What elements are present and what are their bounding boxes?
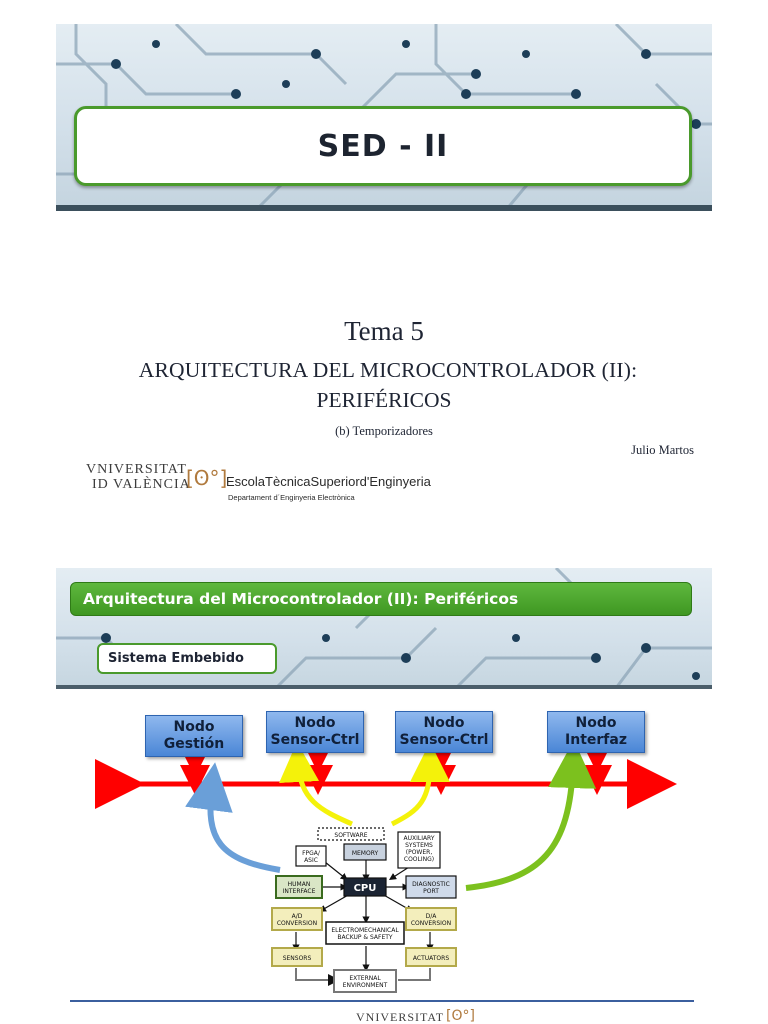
electromechanical-block: ELECTROMECHANICAL BACKUP & SAFETY [325,921,405,945]
auxiliary-block: AUXILIARY SYSTEMS (POWER, COOLING) [397,831,441,869]
bus-connectors [180,743,612,795]
content-slide: Arquitectura del Microcontrolador (II): … [0,560,768,1024]
sensors-block: SENSORS [271,947,323,967]
node-label-line1: Nodo [423,715,465,731]
svg-text:COOLING): COOLING) [404,856,434,863]
university-logo: VNIVERSITAT ID VALÈNCIA [ʘ°] EscolaTècni… [86,460,486,508]
external-environment-block: EXTERNAL ENVIRONMENT [333,969,397,993]
topic-heading-line2: PERIFÉRICOS [316,388,452,412]
green-link-arrow [465,740,597,891]
svg-text:INTERFACE: INTERFACE [283,888,316,895]
yellow-link-arrow-right [390,742,450,827]
cpu-block: CPU [343,877,387,897]
university-emblem-icon: [ʘ°] [446,1008,475,1024]
school-name: EscolaTècnicaSuperiord'Enginyeria [226,474,431,489]
topic-number: Tema 5 [344,316,424,346]
svg-text:DIAGNOSTIC: DIAGNOSTIC [412,881,450,888]
node-label-line2: Sensor-Ctrl [399,732,489,748]
section-title: Sistema Embebido [108,651,244,666]
software-block: SOFTWARE [317,827,385,841]
node-label-line2: Sensor-Ctrl [270,732,360,748]
svg-text:ACTUATORS: ACTUATORS [413,955,449,962]
university-emblem-icon: [ʘ°] [186,466,228,490]
software-label: SOFTWARE [334,832,367,839]
svg-text:ENVIRONMENT: ENVIRONMENT [343,982,388,989]
university-name-line1: VNIVERSITAT [86,462,187,477]
svg-text:FPGA/: FPGA/ [302,850,321,857]
node-label-line2: Interfaz [565,732,627,748]
memory-label: MEMORY [352,850,379,857]
node-label-line1: Nodo [173,719,215,735]
svg-text:CONVERSION: CONVERSION [411,920,451,927]
diagnostic-block: DIAGNOSTIC PORT [405,875,457,899]
ad-conversion-block: A/D CONVERSION [271,907,323,931]
footer-university-name: VNIVERSITAT [356,1010,445,1024]
node-sensor-ctrl-1: Nodo Sensor-Ctrl [266,711,364,753]
external-loop-right [398,968,431,981]
actuators-block: ACTUATORS [405,947,457,967]
cpu-label: CPU [354,883,377,894]
section-title-box: Sistema Embebido [97,643,277,674]
svg-text:SENSORS: SENSORS [283,955,312,962]
title-slide: SED - II Tema 5 ARQUITECTURA DEL MICROCO… [56,24,712,508]
svg-text:AUXILIARY: AUXILIARY [403,835,434,842]
svg-text:HUMAN: HUMAN [288,881,311,888]
node-interfaz: Nodo Interfaz [547,711,645,753]
node-label-line1: Nodo [575,715,617,731]
node-sensor-ctrl-2: Nodo Sensor-Ctrl [395,711,493,753]
svg-text:A/D: A/D [292,913,303,920]
node-label-line1: Nodo [294,715,336,731]
slide-title: SED - II [317,128,449,164]
svg-text:CONVERSION: CONVERSION [277,920,317,927]
yellow-link-arrow-left [279,742,354,827]
topic-subtitle: (b) Temporizadores [335,424,433,438]
author-name: Julio Martos [631,443,694,457]
embedded-system-diagram: SOFTWARE MEMORY FPGA/ ASIC AUXILIARY SYS… [95,740,677,993]
slide-heading: Arquitectura del Microcontrolador (II): … [83,590,519,608]
memory-block: MEMORY [343,843,387,861]
svg-text:(POWER,: (POWER, [406,849,433,856]
department-name: Departament d´Enginyeria Electrònica [228,493,355,502]
university-name-line2: ID VALÈNCIA [92,477,191,492]
slide-heading-bar: Arquitectura del Microcontrolador (II): … [70,582,692,616]
topic-heading-line1: ARQUITECTURA DEL MICROCONTROLADOR (II): [138,358,638,382]
human-interface-block: HUMAN INTERFACE [275,875,323,899]
svg-text:EXTERNAL: EXTERNAL [349,975,381,982]
svg-text:SYSTEMS: SYSTEMS [405,842,433,849]
title-box: SED - II [74,106,692,186]
svg-text:ELECTROMECHANICAL: ELECTROMECHANICAL [331,927,399,934]
svg-text:D/A: D/A [426,913,438,920]
svg-text:ASIC: ASIC [304,857,318,864]
svg-text:BACKUP & SAFETY: BACKUP & SAFETY [337,934,393,941]
footer-divider [70,1000,694,1002]
footer-university-logo: VNIVERSITAT [ʘ°] [356,1008,556,1024]
svg-text:PORT: PORT [423,888,439,895]
fpga-block: FPGA/ ASIC [295,845,327,867]
da-conversion-block: D/A CONVERSION [405,907,457,931]
node-label-line2: Gestión [163,736,225,752]
blue-link-arrow [185,762,281,873]
banner-shadow [56,205,712,211]
node-gestion: Nodo Gestión [145,715,243,757]
banner-shadow [56,685,712,689]
external-loop-left [295,968,340,986]
